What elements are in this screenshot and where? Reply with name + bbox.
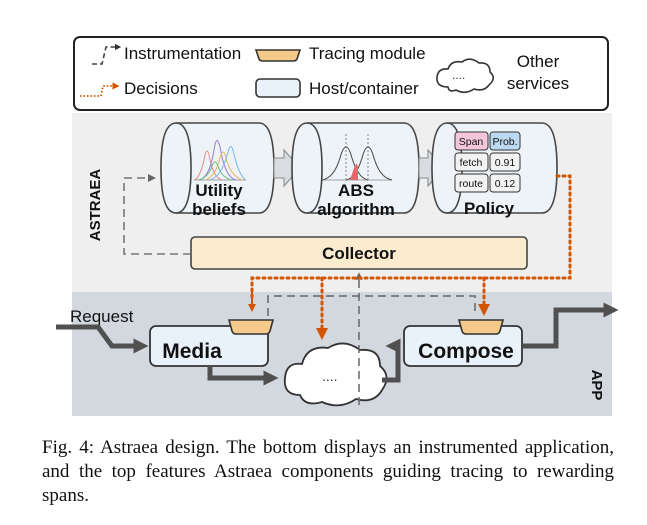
policy-table: Span Prob. fetch 0.91 route 0.12 <box>454 131 521 193</box>
astraea-label: ASTRAEA <box>87 169 104 242</box>
collector-box <box>190 236 528 270</box>
cloud-to-compose-arrow <box>382 338 401 383</box>
request-arrow <box>56 324 149 354</box>
abs-label-line1: ABS <box>338 181 374 200</box>
compose-out-arrow <box>522 302 619 349</box>
policy-row2-span: route <box>459 178 483 190</box>
other-services-cloud-icon: .... <box>436 58 495 94</box>
abs-label-line2: algorithm <box>317 200 394 219</box>
media-label: Media <box>162 340 222 363</box>
compose-tracing-module <box>457 319 505 335</box>
decisions-icon <box>80 82 120 97</box>
policy-row2-prob: 0.12 <box>495 178 516 190</box>
request-label: Request <box>70 307 134 326</box>
tracing-module-icon <box>254 49 302 62</box>
policy-header-span <box>454 131 489 151</box>
svg-text:Span: Span <box>459 136 484 148</box>
legend: Instrumentation Tracing module .... Othe… <box>73 36 609 111</box>
policy-header-prob <box>489 131 521 151</box>
policy-decision-line <box>250 174 572 302</box>
svg-text:Prob.: Prob. <box>492 136 517 148</box>
abs-distribution-plot <box>321 134 393 182</box>
decision-lines <box>248 174 572 340</box>
collector-feedback-arrow <box>123 174 191 255</box>
policy-row1-span: fetch <box>460 157 483 169</box>
legend-decisions-label: Decisions <box>124 79 198 98</box>
instrumentation-icon <box>92 43 122 65</box>
legend-tracing-module-label: Tracing module <box>309 44 426 63</box>
policy-label: Policy <box>464 199 515 218</box>
svg-text:....: .... <box>452 68 465 82</box>
abs-algorithm-component: ABS algorithm <box>291 122 420 219</box>
utility-distribution-plot <box>193 140 247 181</box>
host-container-icon <box>255 78 301 98</box>
instrumentation-media-line <box>267 295 476 316</box>
legend-instrumentation-label: Instrumentation <box>124 44 241 63</box>
utility-beliefs-component: Utility beliefs <box>160 122 275 219</box>
astraea-panel: ASTRAEA Utility beliefs <box>72 113 612 292</box>
utility-label-line2: beliefs <box>192 200 246 219</box>
legend-other-label-line1: Other <box>517 52 560 71</box>
app-panel: APP Request Media Compose .... <box>56 272 619 416</box>
policy-row1-prob: 0.91 <box>495 157 516 169</box>
legend-other-label-line2: services <box>507 74 569 93</box>
app-cloud-dots: .... <box>322 368 338 384</box>
policy-component: Span Prob. fetch 0.91 route 0.12 Policy <box>431 122 558 218</box>
utility-label-line1: Utility <box>195 181 243 200</box>
app-label: APP <box>588 370 605 401</box>
caption-text: Fig. 4: Astraea design. The bottom displ… <box>42 437 614 506</box>
compose-label: Compose <box>418 340 514 363</box>
media-to-cloud-arrow <box>207 366 279 386</box>
figure-caption: Fig. 4: Astraea design. The bottom displ… <box>42 436 614 508</box>
app-other-services-cloud: .... <box>283 342 388 407</box>
media-tracing-module <box>227 319 275 335</box>
collector-label: Collector <box>322 244 396 263</box>
legend-host-label: Host/container <box>309 79 419 98</box>
legend-box <box>73 36 609 111</box>
